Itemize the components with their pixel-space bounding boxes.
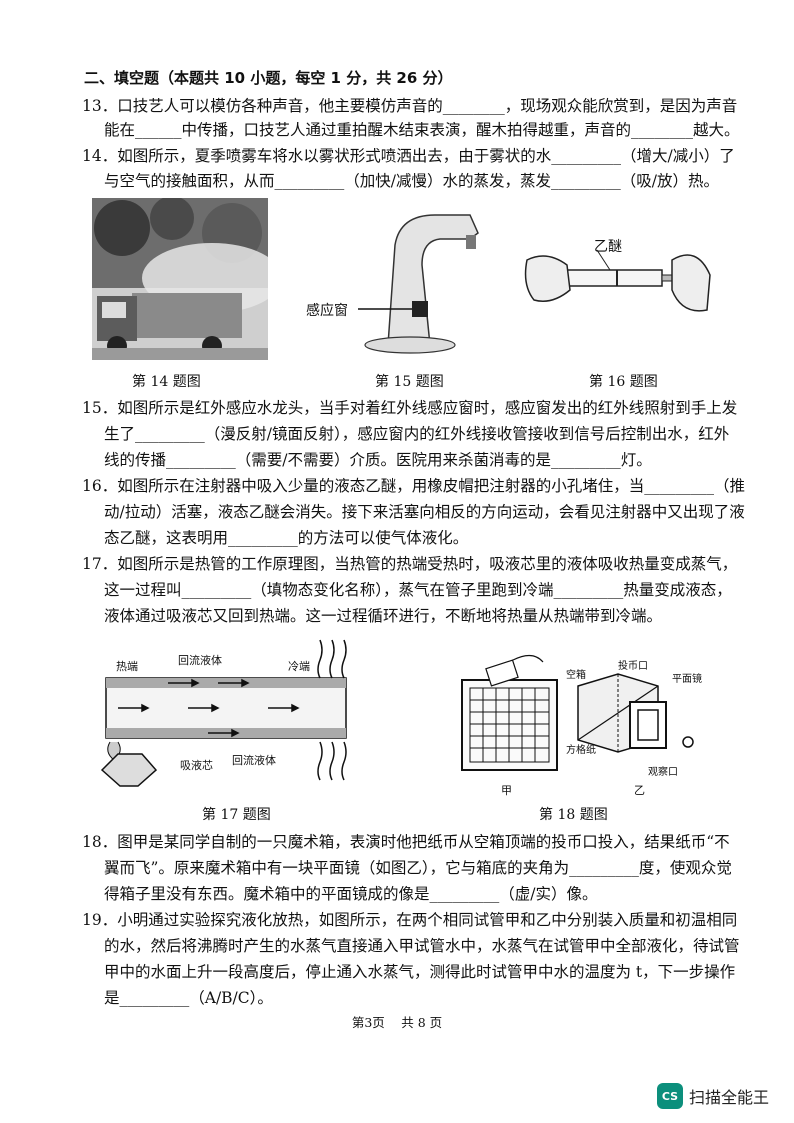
fig17-return-top-label: 回流液体	[178, 654, 222, 667]
q18-line-2: 翼而飞”。原来魔术箱中有一块平面镜（如图乙），它与箱底的夹角为_________…	[104, 859, 732, 877]
scanner-logo-icon: CS	[657, 1083, 683, 1109]
q14-line-1: 14．如图所示，夏季喷雾车将水以雾状形式喷洒出去，由于雾状的水_________…	[82, 147, 735, 165]
q19-line-3: 甲中的水面上升一段高度后，停止通入水蒸气，测得此时试管甲中水的温度为 t，下一步…	[104, 963, 736, 981]
q16-line-2: 动/拉动）活塞，液态乙醚会消失。接下来活塞向相反的方向运动，会看见注射器中又出现…	[104, 503, 745, 521]
fig18-coin-slot-label: 投币口	[618, 661, 648, 672]
q19-line-2: 的水，然后将沸腾时产生的水蒸气直接通入甲试管水中，水蒸气在试管甲中全部液化，待试…	[104, 937, 740, 955]
fig14-spray-truck-photo	[92, 198, 268, 360]
scanner-watermark: CS 扫描全能王	[657, 1083, 769, 1109]
fig16-ether-label: 乙醚	[594, 239, 622, 255]
fig17-hot-end-label: 热端	[116, 660, 138, 673]
section-title: 二、填空题（本题共 10 小题，每空 1 分，共 26 分）	[84, 69, 453, 87]
fig17-caption: 第 17 题图	[202, 807, 271, 823]
fig16-caption: 第 16 题图	[589, 374, 658, 390]
fig16-syringe-diagram	[524, 249, 711, 312]
fig17-cold-end-label: 冷端	[288, 660, 310, 673]
q16-line-1: 16．如图所示在注射器中吸入少量的液态乙醚，用橡皮帽把注射器的小孔堵住，当___…	[82, 477, 745, 495]
q17-line-2: 这一过程叫_________（填物态变化名称），蒸气在管子里跑到冷端______…	[104, 581, 732, 599]
fig15-faucet-diagram	[358, 214, 479, 354]
fig14-caption: 第 14 题图	[132, 374, 201, 390]
fig17-heat-pipe-diagram	[100, 639, 347, 787]
fig18-window-label: 观察口	[648, 767, 678, 778]
q17-line-1: 17．如图所示是热管的工作原理图，当热管的热端受热时，吸液芯里的液体吸收热量变成…	[82, 555, 738, 573]
q18-line-3: 得箱子里没有东西。魔术箱中的平面镜成的像是_________（虚/实）像。	[104, 885, 598, 903]
q17-line-3: 液体通过吸液芯又回到热端。这一过程循环进行，不断地将热量从热端带到冷端。	[104, 607, 663, 625]
fig18-caption: 第 18 题图	[539, 807, 608, 823]
q15-line-1: 15．如图所示是红外感应水龙头，当手对着红外线感应窗时，感应窗发出的红外线照射到…	[82, 399, 738, 417]
scanner-app-name: 扫描全能王	[689, 1088, 770, 1107]
fig15-sensor-label: 感应窗	[306, 303, 348, 319]
page-footer: 第3页 共 8 页	[351, 1015, 443, 1030]
fig18-jia-label: 甲	[501, 784, 512, 797]
fig15-caption: 第 15 题图	[375, 374, 444, 390]
q15-line-2: 生了_________（漫反射/镜面反射），感应窗内的红外线接收管接收到信号后控…	[104, 425, 730, 443]
fig18-yi-label: 乙	[634, 784, 645, 797]
q13-line-1: 13．口技艺人可以模仿各种声音，他主要模仿声音的________，现场观众能欣赏…	[82, 97, 738, 115]
fig18-grid-paper-label: 方格纸	[566, 745, 596, 756]
q19-line-1: 19．小明通过实验探究液化放热，如图所示，在两个相同试管甲和乙中分别装入质量和初…	[82, 911, 738, 929]
fig17-wick-label: 吸液芯	[180, 759, 213, 772]
q16-line-3: 态乙醚，这表明用_________的方法可以使气体液化。	[104, 529, 469, 547]
q15-line-3: 线的传播_________（需要/不需要）介质。医院用来杀菌消毒的是______…	[104, 451, 652, 469]
fig18-magic-box-diagram	[461, 654, 694, 771]
q19-line-4: 是_________（A/B/C）。	[104, 989, 273, 1007]
fig17-return-bottom-label: 回流液体	[232, 754, 276, 767]
q18-line-1: 18．图甲是某同学自制的一只魔术箱，表演时他把纸币从空箱顶端的投币口投入，结果纸…	[82, 833, 730, 851]
q13-line-2: 能在______中传播，口技艺人通过重拍醒木结束表演，醒木拍得越重，声音的___…	[104, 121, 740, 139]
fig18-mirror-label: 平面镜	[672, 674, 702, 685]
q14-line-2: 与空气的接触面积，从而_________（加快/减慢）水的蒸发，蒸发______…	[104, 172, 719, 190]
fig18-empty-box-label: 空箱	[566, 670, 586, 681]
